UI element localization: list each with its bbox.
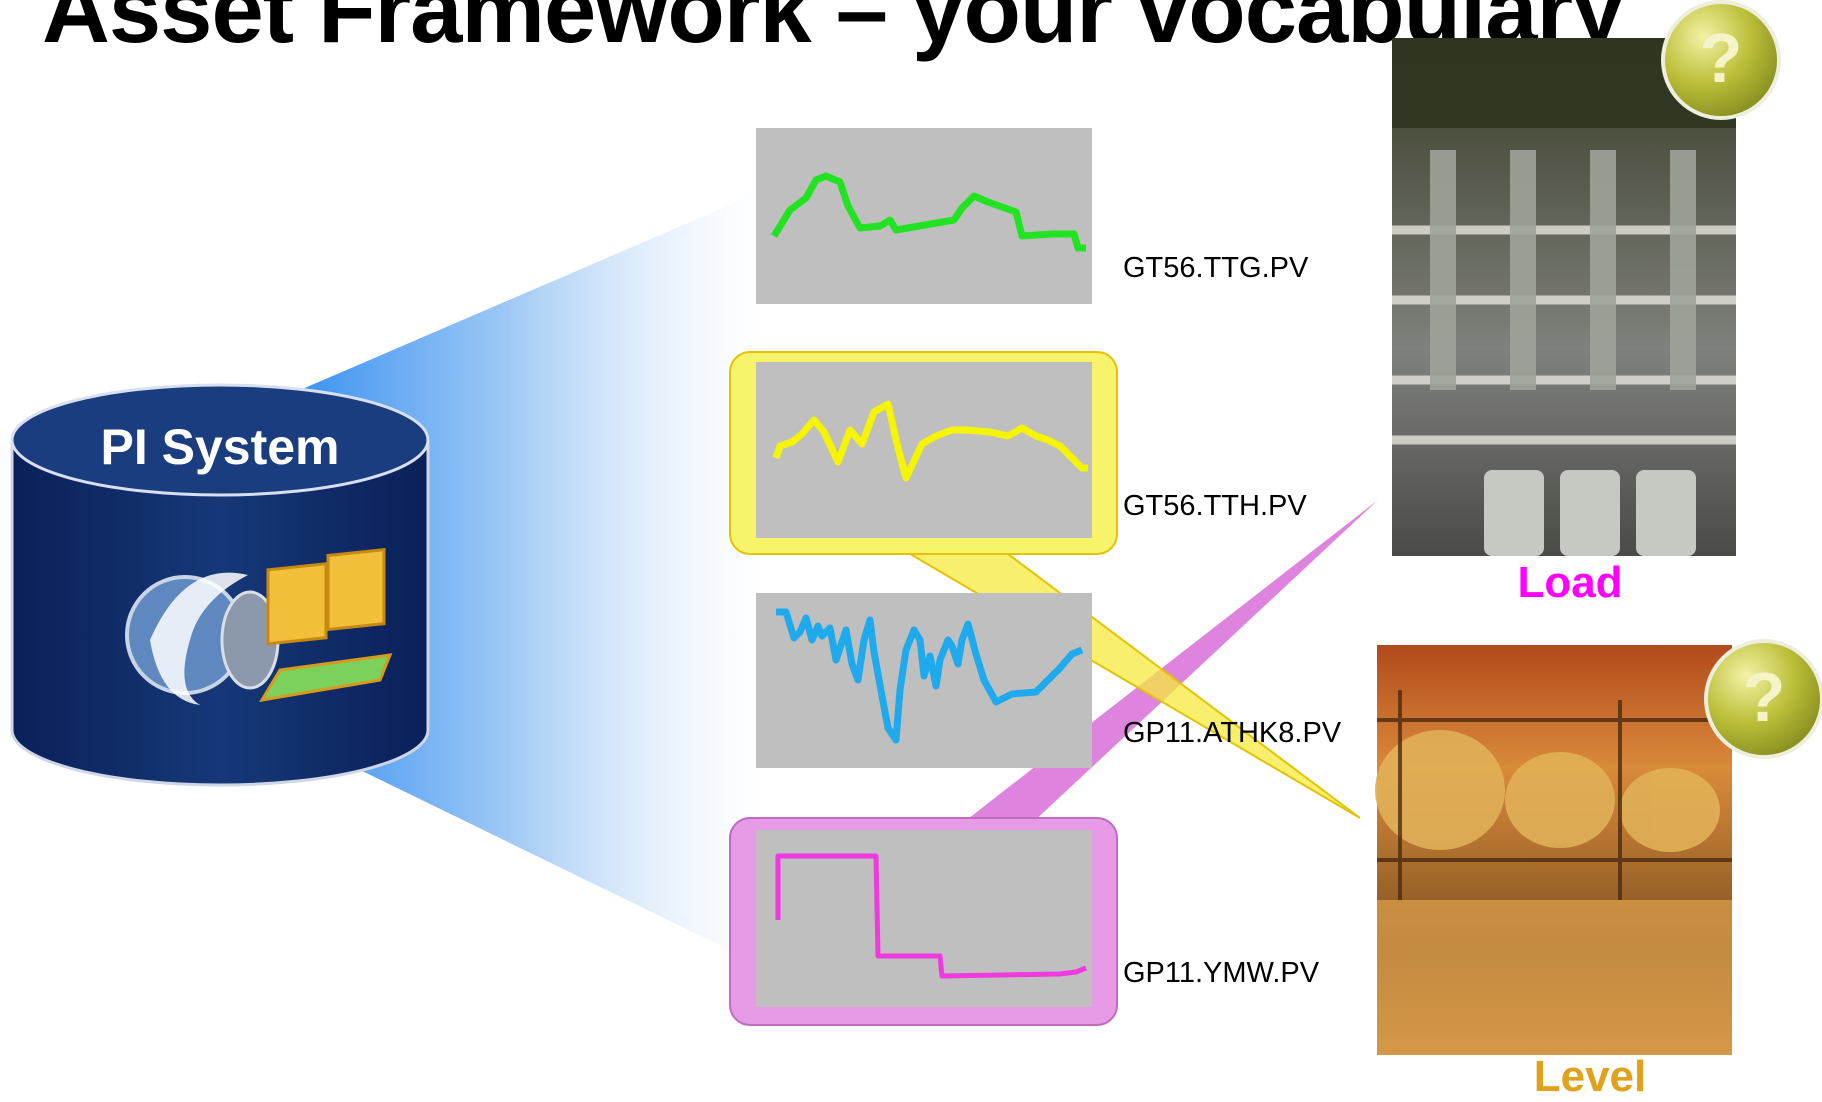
load-asset-photo[interactable] <box>1392 38 1736 556</box>
pi-logo-icon <box>125 572 280 705</box>
trend-panel-ttg[interactable] <box>756 128 1092 304</box>
level-caption: Level <box>1533 1052 1647 1101</box>
slide-title: Asset Framework – your vocabulary <box>42 0 1624 62</box>
tag-label-tth: GT56.TTH.PV <box>1123 490 1307 522</box>
data-beam <box>300 192 760 965</box>
load-caption: Load <box>1517 558 1623 607</box>
trend-panel-ymw[interactable] <box>756 830 1092 1007</box>
level-help-question-mark: ? <box>1742 658 1786 736</box>
af-icon <box>259 547 393 703</box>
trend-panel-athk8[interactable] <box>756 593 1092 768</box>
tag-label-ymw: GP11.YMW.PV <box>1123 957 1320 989</box>
tag-label-ttg: GT56.TTG.PV <box>1123 252 1309 284</box>
level-help-badge[interactable] <box>1704 639 1822 759</box>
level-asset-photo[interactable] <box>1375 645 1732 1055</box>
load-help-badge[interactable] <box>1661 0 1781 120</box>
database-label: PI System <box>100 419 340 475</box>
tag-label-athk8: GP11.ATHK8.PV <box>1123 717 1342 749</box>
trend-panel-tth[interactable] <box>756 362 1092 538</box>
load-help-question-mark: ? <box>1699 19 1743 97</box>
